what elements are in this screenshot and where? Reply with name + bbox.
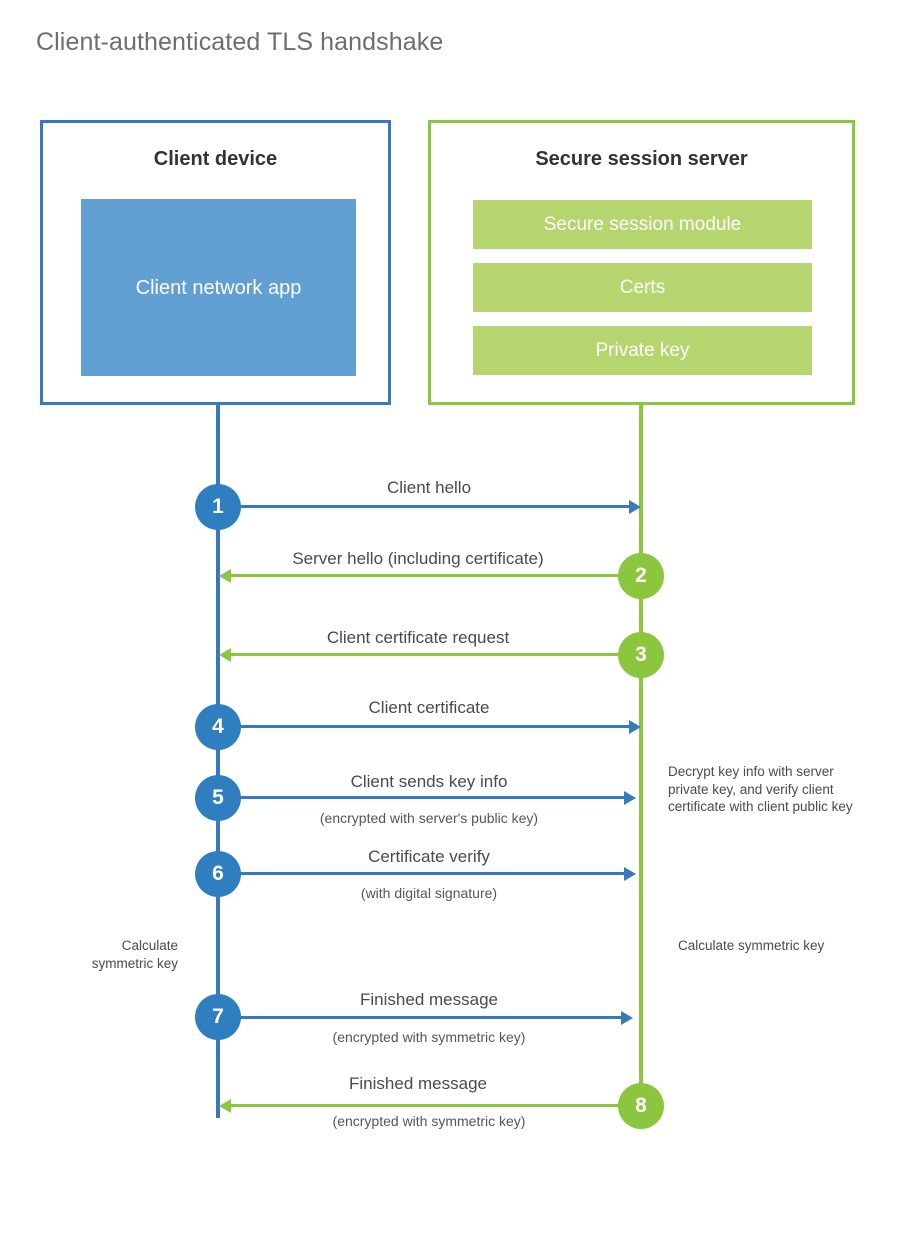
step-badge-4[interactable]: 4 [195, 704, 241, 750]
message-6-label: Certificate verify [368, 847, 490, 866]
message-4-arrow [218, 719, 641, 734]
arrow-head-icon [624, 790, 636, 805]
message-1-label: Client hello [386, 478, 472, 497]
message-7-label: Finished message [360, 990, 498, 1009]
arrow-head-icon [219, 1098, 231, 1113]
message-2-arrow [219, 568, 622, 583]
arrow-head-icon [629, 499, 641, 514]
secure-session-server-title: Secure session server [535, 148, 748, 170]
message-3-label: Client certificate request [326, 628, 510, 647]
client-network-app-block: Client network app [81, 199, 356, 376]
server-decrypt-note: Decrypt key info with server private key… [668, 764, 853, 814]
message-7-sublabel: (encrypted with symmetric key) [332, 1029, 526, 1045]
arrow-head-icon [621, 1010, 633, 1025]
message-3-arrow [219, 647, 622, 662]
message-5-label: Client sends key info [350, 772, 508, 791]
server-lifeline [639, 405, 643, 1105]
step-badge-2[interactable]: 2 [618, 553, 664, 599]
message-6-arrow [218, 866, 636, 881]
message-8-arrow [219, 1098, 619, 1113]
step-badge-6[interactable]: 6 [195, 851, 241, 897]
secure-session-server-box: Secure session server Secure session mod… [428, 120, 855, 405]
message-7-arrow [218, 1010, 633, 1025]
client-calculate-symmetric-key-note: Calculate symmetric key [91, 938, 178, 971]
arrow-head-icon [629, 719, 641, 734]
server-block-private-key: Private key [473, 326, 812, 375]
step-badge-3[interactable]: 3 [618, 632, 664, 678]
page-title: Client-authenticated TLS handshake [36, 28, 444, 56]
client-device-title: Client device [153, 148, 278, 170]
server-calculate-symmetric-key-note: Calculate symmetric key [678, 938, 825, 953]
client-lifeline [216, 405, 220, 1118]
message-4-label: Client certificate [368, 698, 490, 717]
message-6-sublabel: (with digital signature) [360, 885, 498, 901]
client-device-box: Client device Client network app [40, 120, 391, 405]
message-8-sublabel: (encrypted with symmetric key) [332, 1113, 526, 1129]
arrow-head-icon [219, 568, 231, 583]
arrow-head-icon [624, 866, 636, 881]
step-badge-1[interactable]: 1 [195, 484, 241, 530]
step-badge-5[interactable]: 5 [195, 775, 241, 821]
arrow-head-icon [219, 647, 231, 662]
step-badge-8[interactable]: 8 [618, 1083, 664, 1129]
server-block-certs: Certs [473, 263, 812, 312]
step-badge-7[interactable]: 7 [195, 994, 241, 1040]
message-8-label: Finished message [349, 1074, 487, 1093]
message-2-label: Server hello (including certificate) [292, 549, 544, 568]
message-1-arrow [218, 499, 641, 514]
message-5-arrow [218, 790, 636, 805]
message-5-sublabel: (encrypted with server's public key) [319, 810, 539, 826]
server-block-secure-session-module: Secure session module [473, 200, 812, 249]
